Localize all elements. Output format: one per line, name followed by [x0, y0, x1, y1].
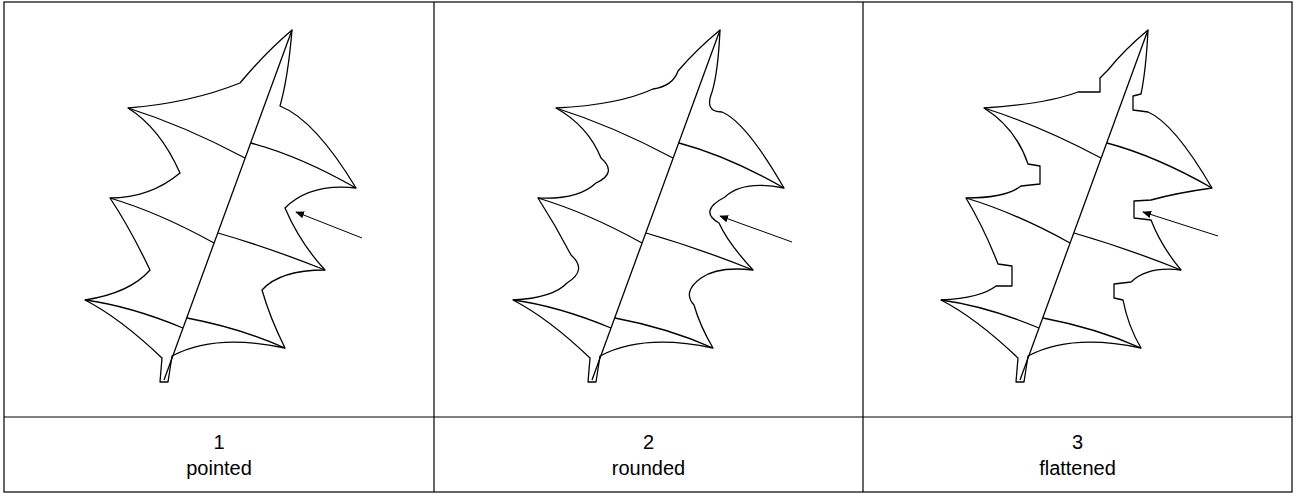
- leaf-pointed: [85, 30, 362, 382]
- table-cell: 2rounded: [435, 418, 862, 491]
- column-number: 2: [643, 429, 654, 455]
- table-grid: [4, 2, 1292, 492]
- table-cell: 1pointed: [5, 418, 433, 491]
- shape-name: rounded: [612, 455, 685, 481]
- shape-name: pointed: [186, 455, 252, 481]
- leaf-rounded: [513, 30, 792, 382]
- column-number: 3: [1072, 429, 1083, 455]
- shape-name: flattened: [1039, 455, 1116, 481]
- table-cell: 3flattened: [864, 418, 1291, 491]
- column-number: 1: [213, 429, 224, 455]
- leaf-flattened: [941, 30, 1218, 382]
